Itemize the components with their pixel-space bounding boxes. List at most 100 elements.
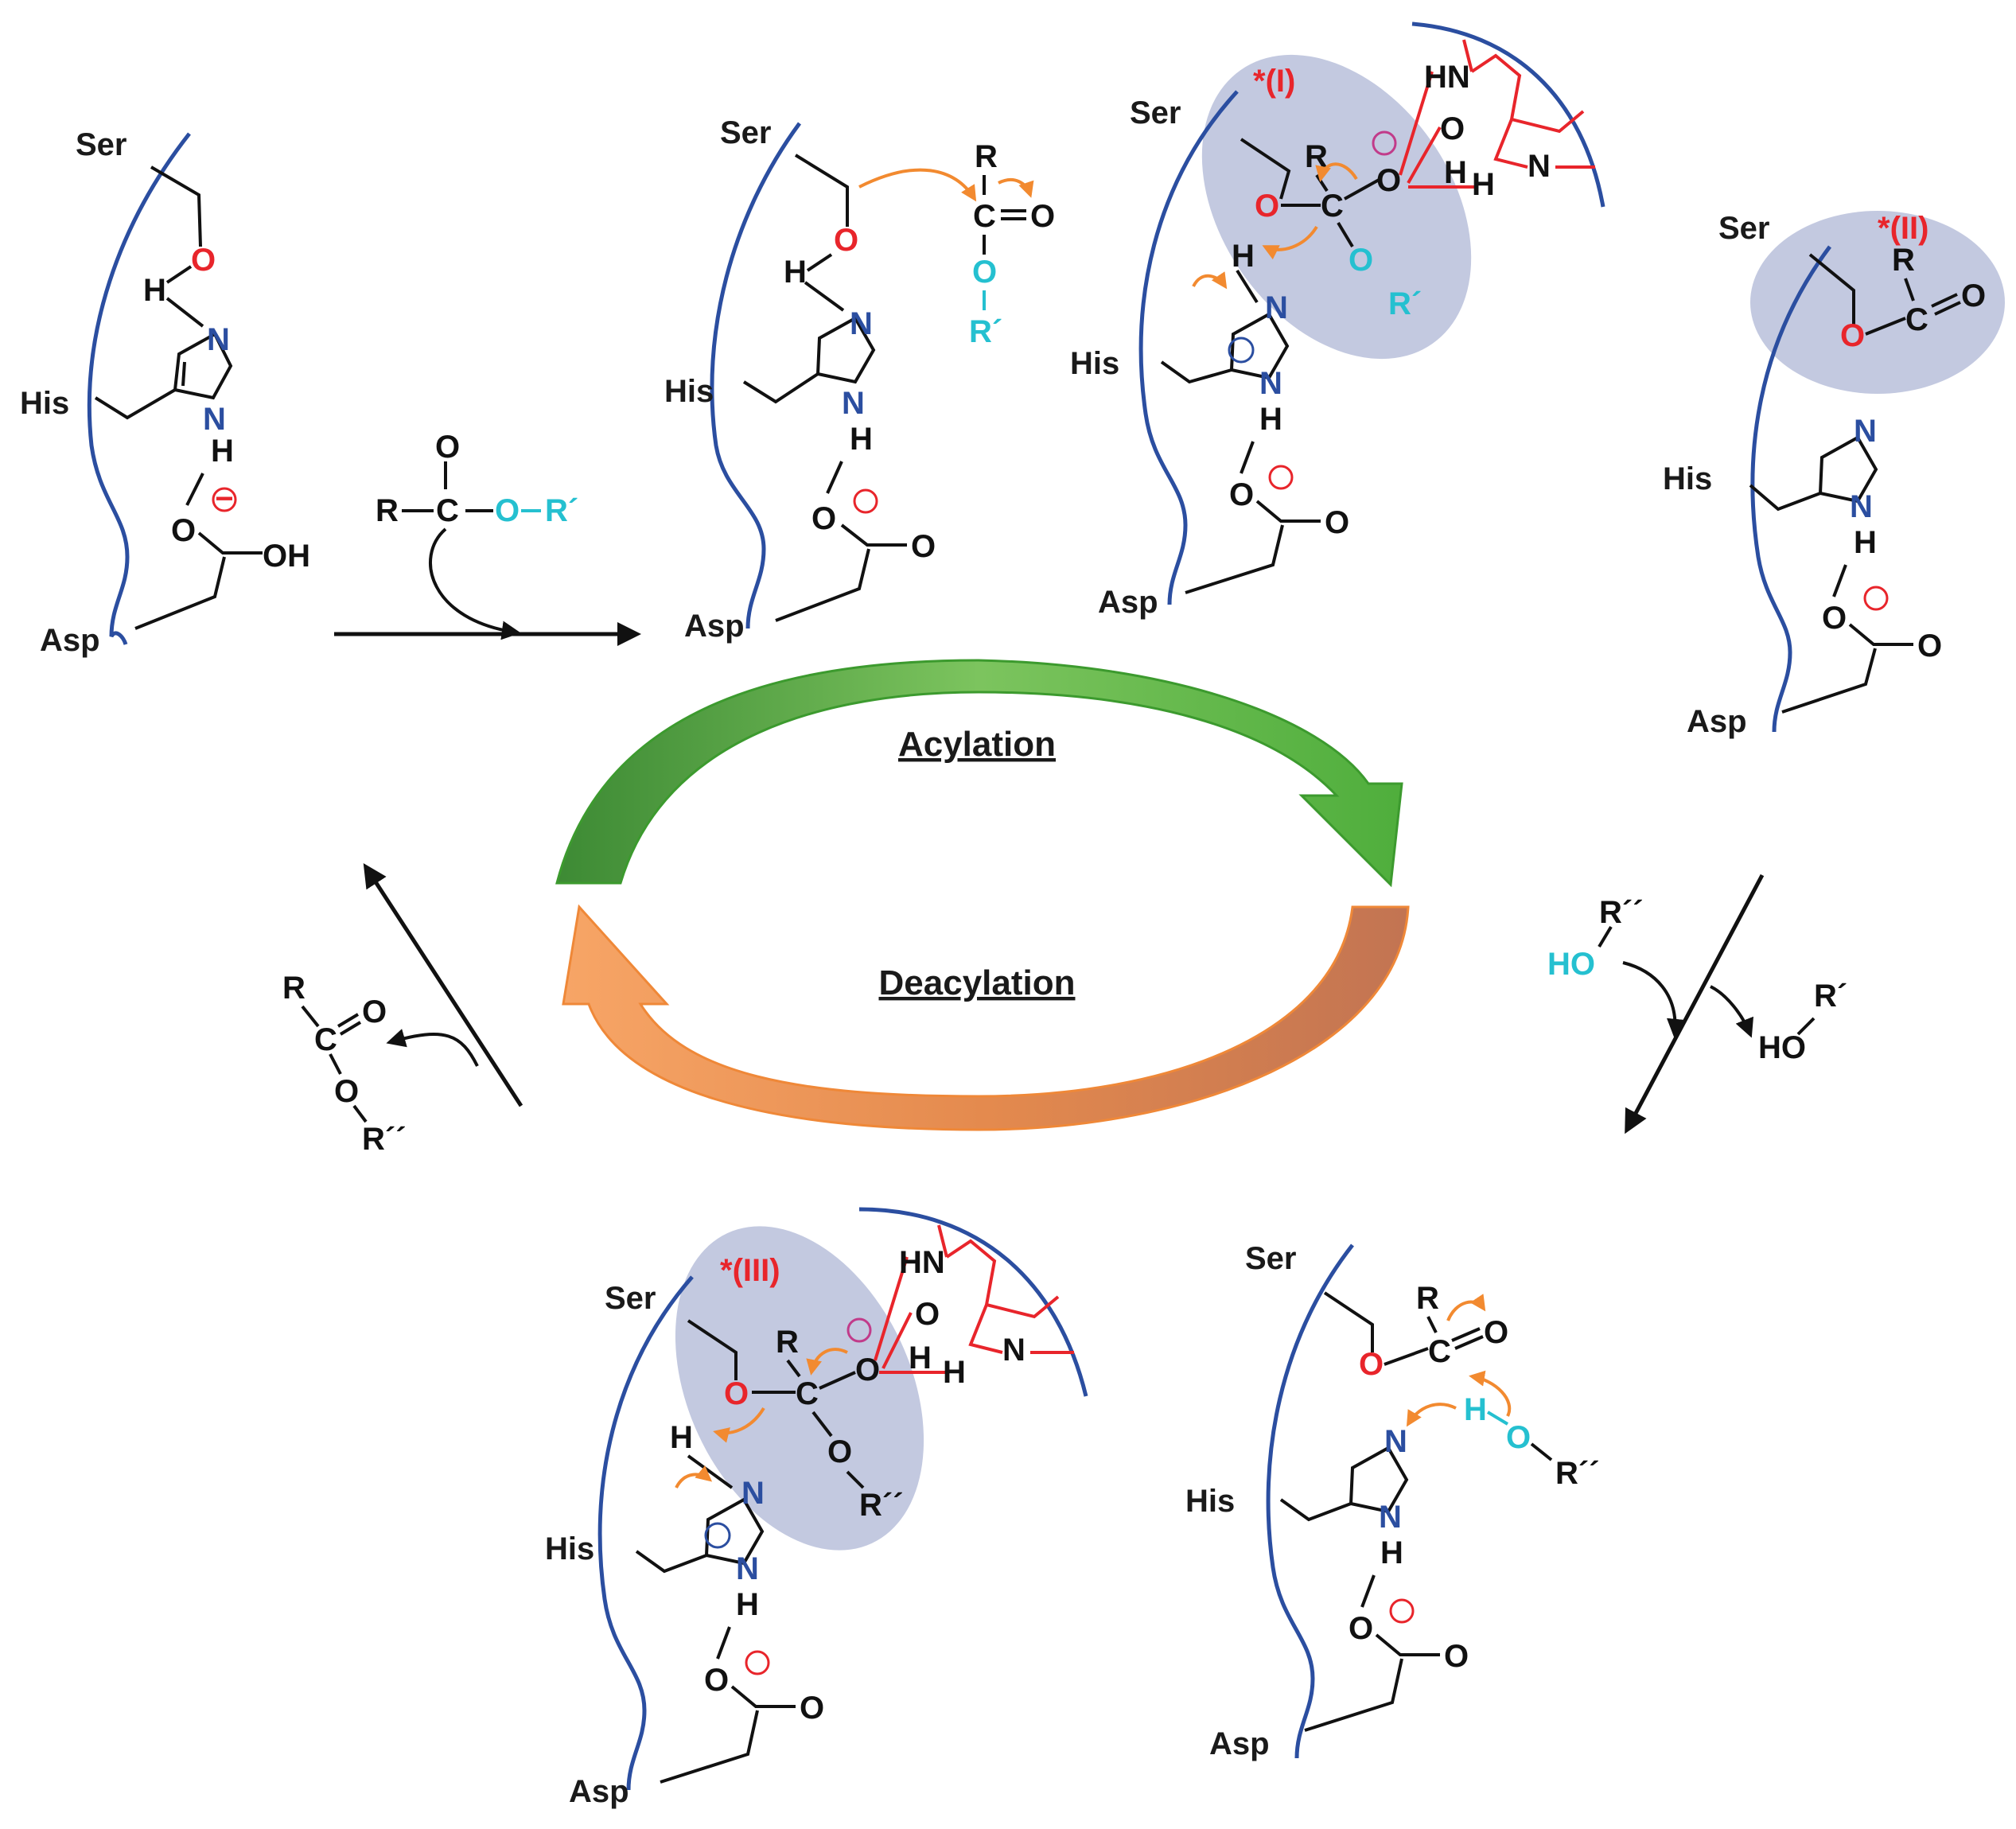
leaving-r: R´ — [1814, 979, 1847, 1014]
product-ester-o: O — [334, 1074, 359, 1109]
product-release-arrow: R C O O R´´ — [282, 862, 523, 1157]
acyl-carbonyl-o: O — [1484, 1315, 1508, 1350]
acyl-r: R — [1892, 243, 1915, 278]
asp-oxygen: O — [1229, 477, 1254, 512]
protein-backbone — [710, 122, 802, 629]
his-n1: N — [207, 322, 230, 357]
asp-carbonyl-o: O — [911, 529, 936, 564]
his-label: His — [20, 386, 69, 421]
asp-oxygen: O — [1349, 1611, 1373, 1646]
leaving-o: O — [1349, 243, 1373, 278]
deacylation-label: Deacylation — [879, 963, 1076, 1002]
intermediate-iii-label: *(III) — [720, 1253, 780, 1288]
his-n1: N — [850, 306, 873, 341]
his-label: His — [1663, 461, 1712, 496]
hole-h1: H — [1444, 155, 1467, 190]
intermediate-ii-label: *(II) — [1878, 211, 1928, 246]
oxyanion-backbone — [1411, 21, 1605, 208]
ser-label: Ser — [1130, 95, 1181, 130]
substrate-r-prime: R´ — [545, 493, 578, 528]
hole-h2: H — [943, 1355, 966, 1390]
ser-label: Ser — [1718, 211, 1770, 246]
ser-hydrogen: H — [784, 255, 807, 290]
ser-hydrogen: H — [143, 273, 166, 308]
tetrahedral-r: R — [776, 1325, 799, 1360]
acyl-c: C — [1428, 1334, 1451, 1369]
asp-carbonyl-o: O — [800, 1691, 824, 1726]
hole-hn: HN — [1424, 60, 1470, 95]
highlight-ellipse — [675, 1226, 924, 1551]
asp-label: Asp — [569, 1774, 629, 1809]
his-n2: N — [736, 1551, 759, 1586]
nucleophile-exchange-arrow: HO R´´ HO R´ — [1547, 874, 1847, 1134]
his-h-top: H — [1232, 239, 1255, 274]
asp-label: Asp — [1098, 585, 1158, 620]
asp-label: Asp — [40, 623, 100, 658]
asp-label: Asp — [1687, 704, 1747, 739]
charge-minus: − — [215, 481, 233, 516]
acyl-c: C — [1905, 302, 1928, 337]
asp-label: Asp — [1209, 1726, 1270, 1761]
product-r: R — [282, 971, 306, 1006]
his-n1: N — [1384, 1424, 1407, 1459]
ser-oxygen: O — [191, 243, 216, 278]
panel-tetrahedral-intermediate-3: Ser *(III) O C R O O R´´ HN O H H N N N … — [545, 1207, 1088, 1809]
substrate-ester-o: O — [495, 493, 520, 528]
asp-hydroxyl: OH — [263, 539, 310, 574]
substrate-r: R — [376, 493, 399, 528]
leaving-r-prime: R´ — [1388, 286, 1422, 321]
asp-carbonyl-o: O — [1325, 505, 1349, 540]
his-n2: N — [842, 386, 865, 421]
hole-h2: H — [1472, 167, 1495, 202]
hole-n: N — [1002, 1333, 1026, 1368]
his-label: His — [664, 374, 714, 409]
ser-oxygen: O — [834, 223, 858, 258]
panel-tetrahedral-intermediate-1: Ser *(I) O C R O O R´ HN O H H N N N H H… — [1070, 21, 1605, 620]
his-hydrogen: H — [850, 422, 873, 457]
panel-free-enzyme: Ser O H N N His H O − OH Asp — [20, 127, 310, 658]
acyl-r: R — [1416, 1281, 1439, 1316]
substrate-carbonyl-o: O — [435, 430, 460, 465]
hole-o: O — [1440, 111, 1465, 146]
hole-hn: HN — [899, 1245, 945, 1280]
his-n1: N — [1854, 414, 1877, 449]
tetrahedral-c: C — [796, 1376, 819, 1411]
protein-backbone — [1138, 90, 1239, 605]
tetrahedral-c: C — [1321, 189, 1344, 224]
ser-label: Ser — [1245, 1241, 1297, 1276]
ser-oxygen: O — [1359, 1347, 1384, 1382]
protein-backbone — [87, 132, 191, 645]
panel-nucleophile-attack: Ser O C R O H O R´´ N N His H O O Asp — [1185, 1241, 1600, 1761]
protein-backbone — [597, 1275, 694, 1791]
substrate-ester-o: O — [972, 255, 997, 290]
oxyanion-o: O — [1376, 163, 1401, 198]
ser-oxygen: O — [724, 1376, 749, 1411]
panel-acyl-enzyme: Ser *(II) O C R O N N His H O O Asp — [1663, 211, 2005, 739]
intermediate-i-label: *(I) — [1253, 64, 1295, 99]
nucleophile-r-dprime: R´´ — [1555, 1456, 1600, 1491]
his-hydrogen: H — [211, 434, 234, 469]
his-n1: N — [1265, 290, 1288, 325]
protein-backbone — [1266, 1243, 1354, 1759]
deacylation-arrow — [562, 904, 1410, 1131]
asp-carbonyl-o: O — [1444, 1639, 1469, 1674]
ser-label: Ser — [605, 1281, 656, 1316]
his-hydrogen: H — [736, 1587, 759, 1622]
product-c: C — [314, 1022, 337, 1057]
asp-oxygen: O — [704, 1663, 729, 1698]
asp-oxygen: O — [1822, 601, 1847, 636]
leaving-ho: HO — [1758, 1030, 1806, 1065]
nucleophile-o: O — [1506, 1420, 1531, 1455]
his-n2: N — [1259, 366, 1282, 401]
substrate-carbonyl-o: O — [1030, 199, 1055, 234]
his-hydrogen: H — [1380, 1535, 1403, 1570]
nucleophile-r: R´´ — [1599, 895, 1644, 930]
his-label: His — [545, 1531, 594, 1566]
acylation-arrow — [555, 659, 1403, 888]
acyl-carbonyl-o: O — [1961, 278, 1986, 313]
ser-oxygen: O — [1255, 189, 1279, 224]
panel-michaelis-complex: Ser O H N N His H O O Asp R C O O R´ — [664, 115, 1055, 644]
his-n2: N — [1850, 489, 1873, 524]
substrate-binding-arrow: R C O O R´ — [334, 430, 641, 646]
